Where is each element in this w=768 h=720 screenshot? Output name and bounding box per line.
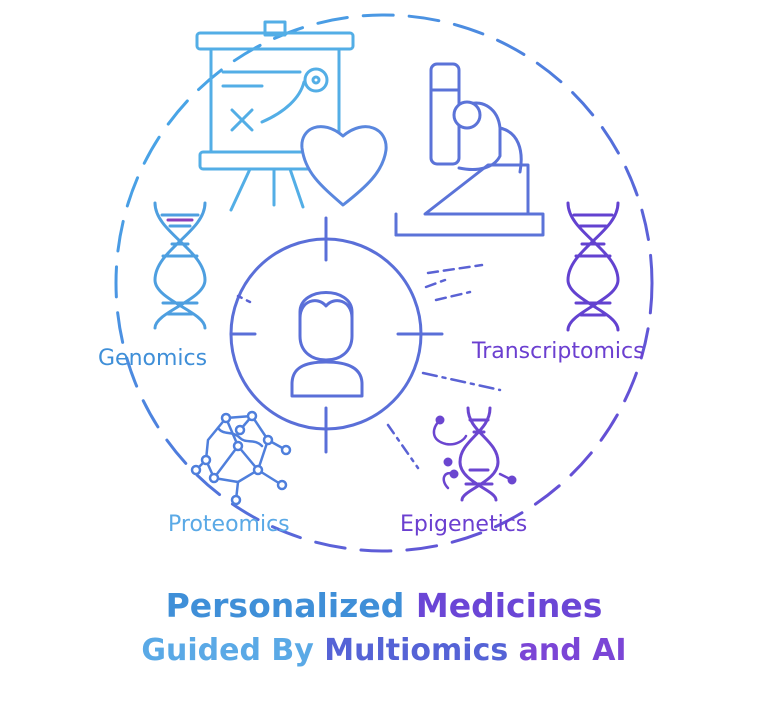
label-genomics: Genomics [98, 346, 208, 371]
title-word-guided-by: Guided By [141, 633, 314, 668]
label-epigenetics: Epigenetics [400, 512, 528, 537]
dna-icon [153, 201, 207, 330]
title-word-personalized: Personalized [165, 586, 405, 625]
label-proteomics: Proteomics [168, 512, 290, 537]
outer-dashed-circle [114, 13, 654, 553]
microscope-icon [394, 62, 545, 237]
dna-modification-icon [432, 406, 517, 502]
title-line-1: Personalized Medicines [0, 586, 768, 625]
label-transcriptomics: Transcriptomics [472, 339, 645, 364]
title-line-2: Guided By Multiomics and AI [0, 633, 768, 668]
person-target-icon [229, 216, 444, 454]
title-word-and-ai: and AI [518, 633, 627, 668]
protein-network-icon [190, 410, 292, 506]
connector-lines [236, 263, 502, 470]
title-word-medicines: Medicines [415, 586, 603, 625]
title-word-multiomics: Multiomics [324, 633, 509, 668]
heart-icon [300, 125, 388, 207]
dna-icon [566, 201, 620, 332]
